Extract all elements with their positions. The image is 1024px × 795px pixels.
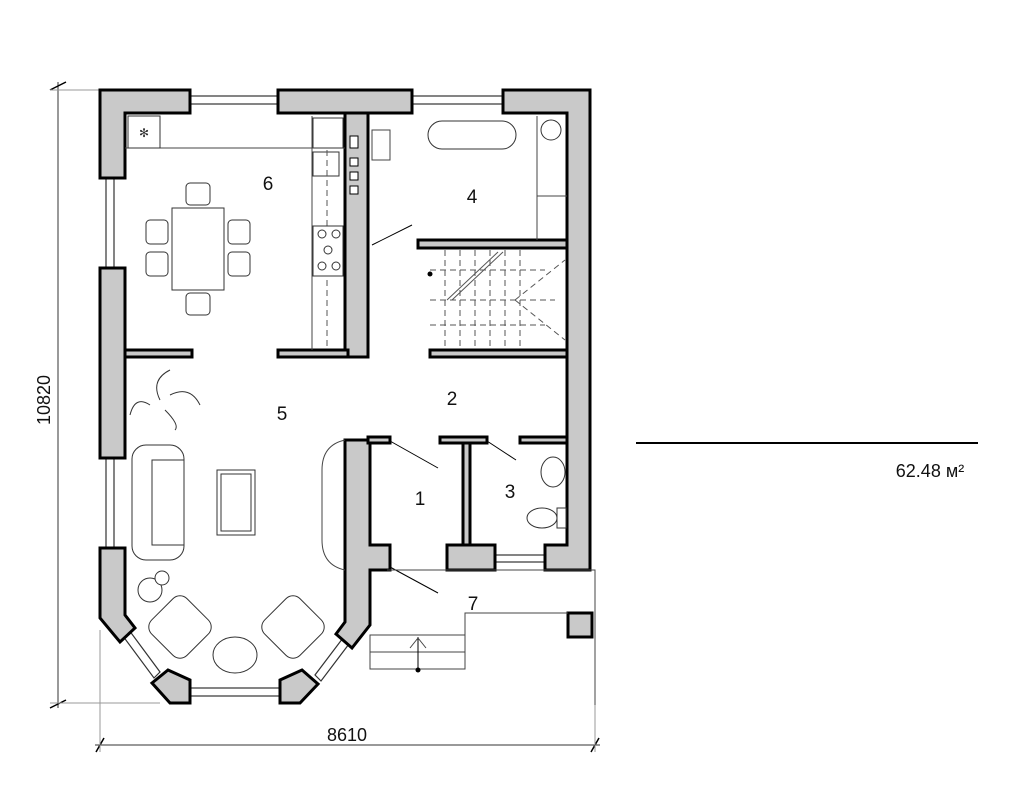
staircase [427,250,566,350]
wc-fixtures [526,456,567,529]
dimension-width: 8610 [95,590,600,753]
walls [98,88,594,705]
width-dimension-label: 8610 [327,725,367,745]
doors [321,224,517,594]
height-dimension-label: 10820 [34,375,54,425]
dimension-height: 10820 [34,81,160,709]
windows [105,95,546,697]
room-7-label: 7 [468,594,479,615]
room-2-label: 2 [447,389,458,410]
bathroom-fixtures [427,116,567,240]
kitchen-furniture: ✻ [125,115,391,350]
room-3-label: 3 [505,482,516,503]
room-5-label: 5 [277,404,288,425]
room-1-label: 1 [415,489,426,510]
living-furniture [129,369,325,674]
svg-text:✻: ✻ [139,126,149,140]
porch-post [566,611,594,639]
porch [369,569,596,705]
total-area-label: 62.48 м² [896,461,964,481]
room-4-label: 4 [467,187,478,208]
room-6-label: 6 [263,174,274,195]
dining-table [145,182,251,316]
